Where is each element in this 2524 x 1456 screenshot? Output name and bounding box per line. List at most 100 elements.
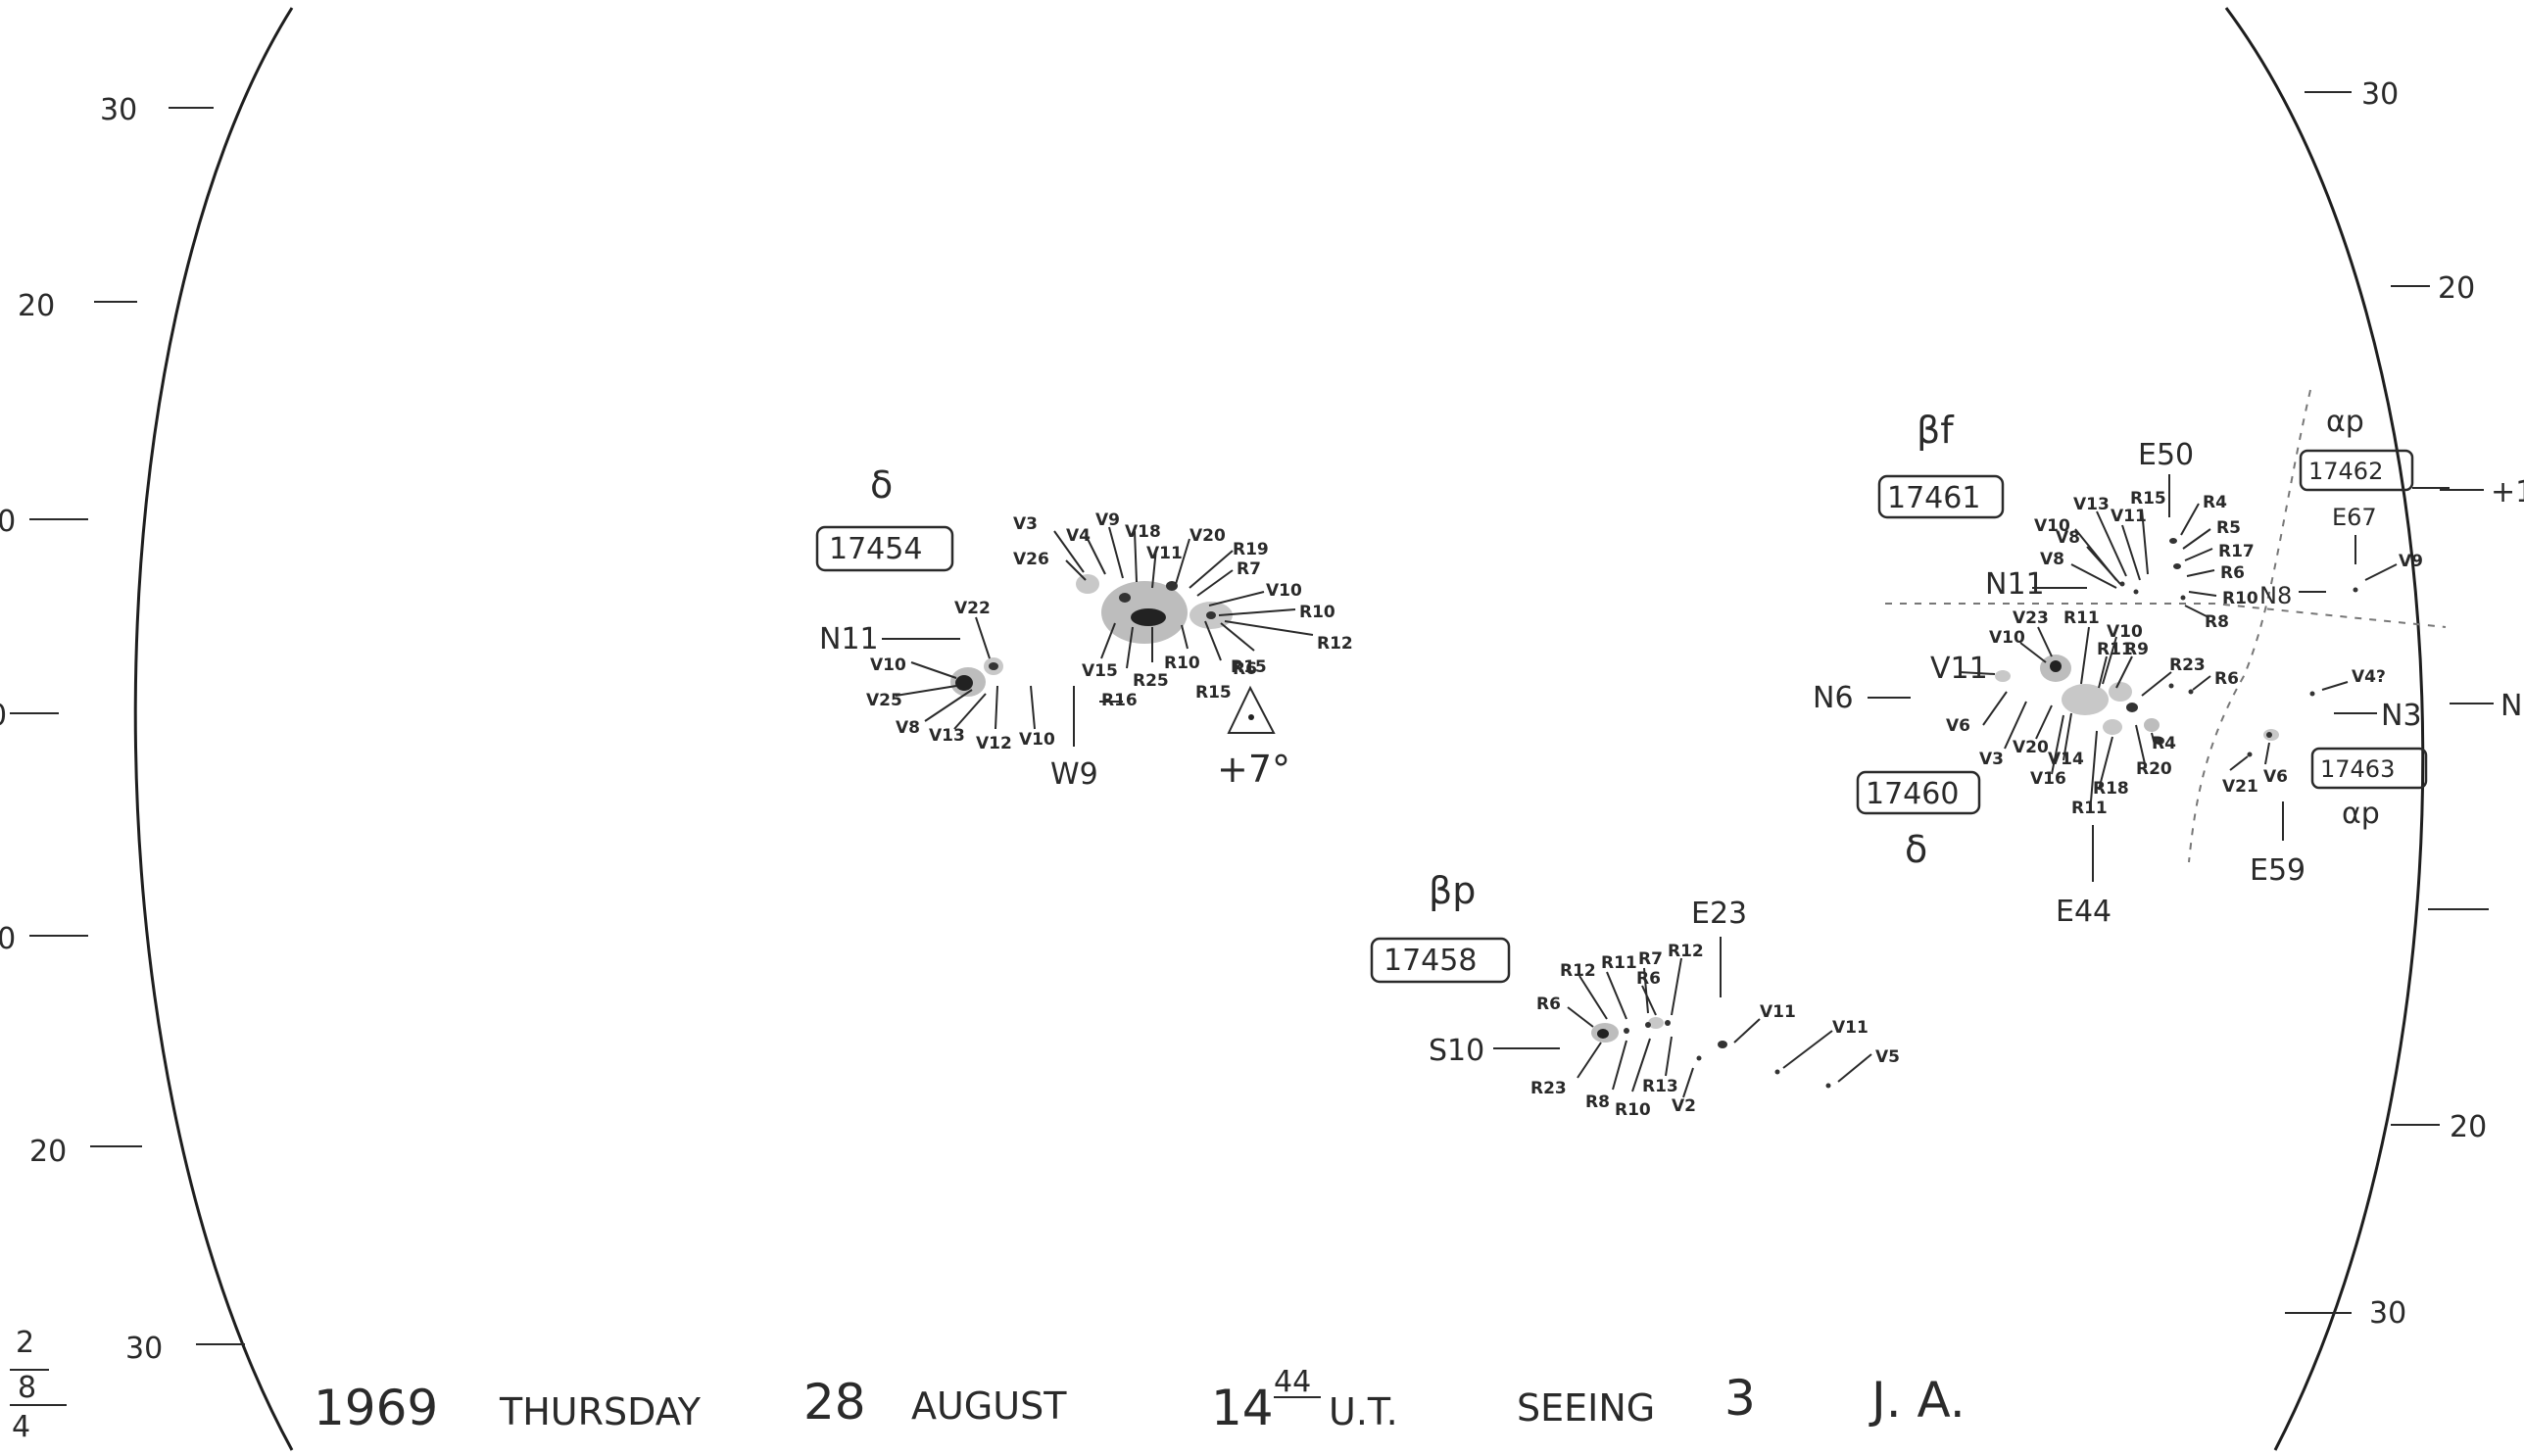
corner-note-digit: 2 (16, 1326, 34, 1360)
spot-label: V10 (1266, 581, 1302, 601)
region-class: δ (1905, 828, 1927, 871)
spot-label: V13 (929, 726, 965, 746)
caption-month: AUGUST (911, 1384, 1067, 1428)
spot-label: V8 (2040, 550, 2064, 569)
left-scale-label: 10 (0, 922, 16, 956)
spot-label: R10 (2222, 589, 2258, 608)
region-17460: N6 17460 δ E44 (1813, 608, 2239, 929)
spot-label: V16 (2030, 769, 2066, 789)
spot-label: R15 (2130, 489, 2166, 509)
spot-label: R25 (1133, 671, 1169, 691)
spot-label: R5 (2216, 518, 2241, 538)
spot-label: V26 (1013, 550, 1049, 569)
region-class: αp (2342, 797, 2380, 831)
region-position-e: E50 (2138, 438, 2194, 472)
left-scale-label: 0 (0, 699, 7, 733)
spot-label: R13 (1642, 1077, 1678, 1096)
region-number: 17460 (1866, 777, 1959, 811)
region-17462: αp 17462 E67 N8 V9 (2259, 405, 2450, 609)
spot-label: R18 (2093, 779, 2129, 799)
region-position-n: N11 (819, 622, 879, 656)
spot-label: R20 (2136, 759, 2172, 779)
spot-label: R6 (1636, 969, 1661, 989)
region-position-n: N6 (1813, 681, 1854, 715)
spot-label: R15 (1195, 683, 1232, 703)
caption-day: 28 (803, 1374, 866, 1431)
spot-label: R10 (1164, 654, 1200, 673)
region-position-n: N8 (2259, 582, 2292, 609)
region-position-s: S10 (1429, 1034, 1484, 1068)
spot-label: R6 (1536, 995, 1561, 1014)
spot-label: V3 (1979, 750, 2004, 769)
caption-year: 1969 (314, 1380, 438, 1436)
spot-label: V14 (2048, 750, 2084, 769)
spot-label: V13 (2073, 495, 2110, 514)
spot-label: R12 (1668, 942, 1704, 961)
region-position-w: W9 (1050, 757, 1098, 792)
region-position-e: E67 (2332, 504, 2377, 531)
region-class: βp (1429, 869, 1476, 912)
right-scale-label: 20 (2450, 1110, 2487, 1144)
spot-label: R12 (1560, 961, 1596, 981)
spot-label: V8 (896, 718, 920, 738)
spot-label: R23 (1530, 1079, 1567, 1098)
spot-label: V3 (1013, 514, 1038, 534)
spot-label: V8 (2056, 528, 2080, 548)
right-scale-label: 30 (2361, 77, 2399, 112)
caption-time-hour: 14 (1211, 1380, 1274, 1436)
region-dividers (1885, 389, 2447, 863)
left-scale: 30 20 10 0 10 20 30 (0, 93, 245, 1366)
spot-label: V5 (1875, 1047, 1900, 1067)
left-scale-label: 20 (18, 289, 55, 323)
spot-label: R17 (2218, 542, 2255, 561)
right-scale-label: +1 (2491, 475, 2524, 510)
region-17461: βf 17461 E50 N11 V13 R15 R4 V10 V8 (1877, 409, 2258, 632)
caption-weekday: THURSDAY (499, 1390, 702, 1433)
region-class: βf (1917, 409, 1955, 452)
corner-note-digit: 4 (12, 1410, 30, 1444)
spot-label: V10 (2107, 622, 2143, 642)
spot-label: V23 (2013, 608, 2049, 628)
spot-label: R10 (1615, 1100, 1651, 1120)
spot-label: R23 (2169, 655, 2206, 675)
spot-label: R4 (2152, 734, 2176, 753)
corner-note: 2 8 4 (10, 1326, 67, 1444)
region-17458: βp 17458 E23 S10 (1370, 869, 1900, 1120)
right-scale-label: 30 (2369, 1296, 2406, 1331)
spot-label: V20 (1189, 526, 1226, 546)
spot-label: V11 (2111, 507, 2147, 526)
spot-label: R6 (2220, 563, 2245, 583)
region-17454: δ 17454 N11 W9 (815, 463, 1353, 792)
spot-label: R7 (1638, 949, 1663, 969)
spot-labels: V3 V4 V9 V18 V11 V20 R19 R7 V10 R10 R12 … (866, 510, 1353, 753)
spot-label: R6 (1233, 659, 1257, 679)
region-position-e: E59 (2250, 853, 2306, 888)
solar-limb-right (2224, 7, 2425, 1451)
spot-label: V20 (2013, 738, 2049, 757)
spot-label: R19 (1233, 540, 1269, 559)
spot-label: V21 (2222, 777, 2258, 797)
spot-label: V10 (1019, 730, 1055, 750)
left-scale-label: 30 (100, 93, 137, 127)
region-number: 17454 (829, 532, 922, 566)
region-class: δ (870, 463, 893, 507)
spot-label: R6 (2214, 669, 2239, 689)
right-scale-label: 20 (2438, 271, 2475, 306)
spot-label: V11 (1832, 1018, 1869, 1038)
solar-limb-left (133, 7, 294, 1451)
spot-label: R10 (1299, 603, 1335, 622)
region-position-e: E44 (2056, 895, 2111, 929)
spot-label: V11 (1146, 544, 1183, 563)
spot-label: V10 (870, 655, 906, 675)
spot-label: V6 (2263, 767, 2288, 787)
region-number: 17462 (2308, 458, 2383, 485)
spot-label: V2 (1672, 1096, 1696, 1116)
spot-label: V4? (2352, 667, 2386, 687)
spot-label: R11 (2063, 608, 2100, 628)
corner-note-digit: 8 (18, 1371, 36, 1405)
spot-label: V11 (1930, 652, 1988, 686)
right-scale: 30 20 +1 N 20 30 (2285, 77, 2524, 1331)
region-number: 17458 (1383, 944, 1477, 978)
region-position-n: N3 (2381, 699, 2422, 733)
